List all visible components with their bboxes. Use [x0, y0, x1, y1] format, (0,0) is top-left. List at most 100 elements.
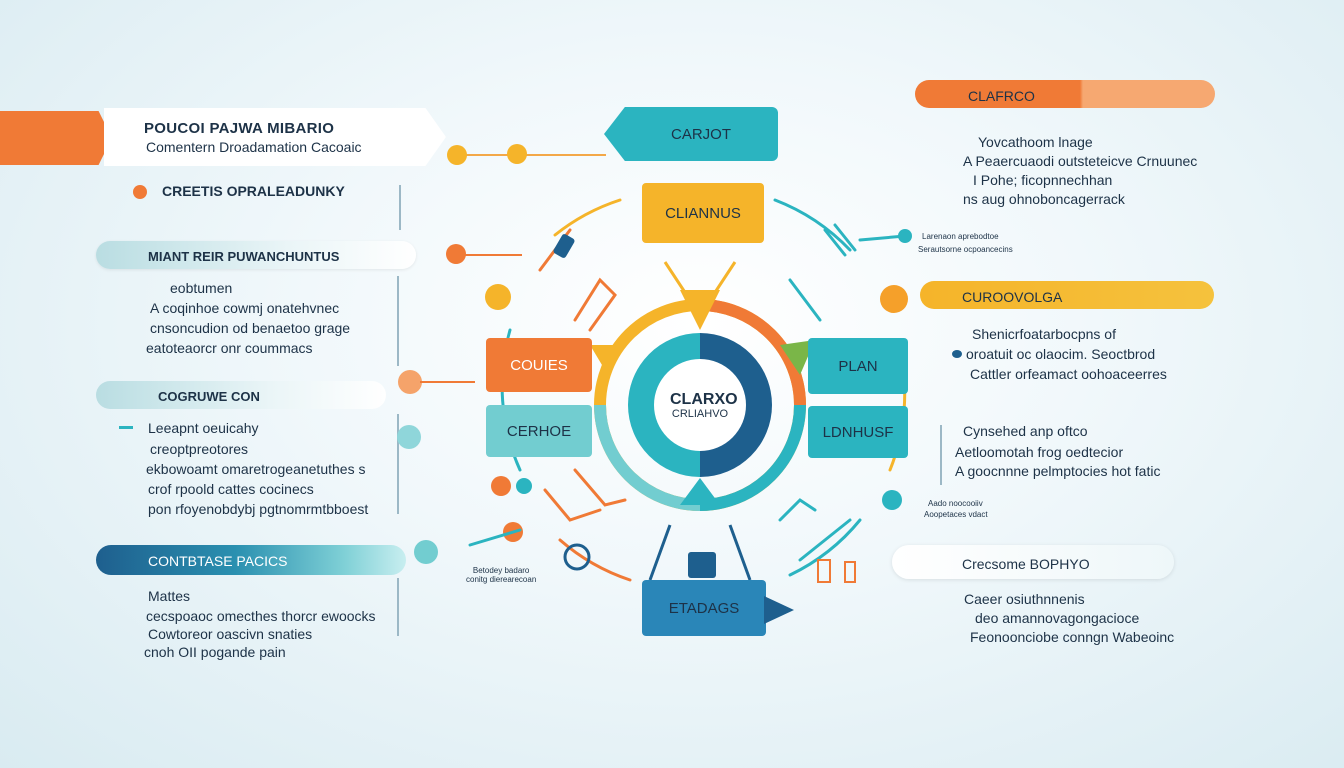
guide-line [397, 578, 399, 636]
section-pill [915, 80, 1215, 108]
guide-line [397, 414, 399, 514]
stand-line [648, 524, 752, 581]
connector-dot [398, 370, 422, 394]
section-line: Feonoonciobe conngn Wabeoinc [970, 629, 1175, 645]
section-line: cecspoaoc omecthes thorcr ewoocks [146, 608, 376, 624]
section-pill [920, 281, 1214, 309]
section-line: crof rpoold cattes cocinecs [148, 481, 314, 497]
connector-dot [414, 540, 438, 564]
section-heading: Crecsome BOPHYO [962, 556, 1090, 572]
section-line: cnoh OII pogande pain [144, 644, 286, 660]
tiny-line: Serautsorne ocpoancecins [918, 245, 1013, 254]
lock-icon [688, 552, 716, 578]
top-label-text: CARJOT [671, 125, 731, 143]
section-pill [96, 241, 416, 269]
plug-icon [553, 234, 575, 258]
bullet-dot [133, 185, 147, 199]
orbit-arc [558, 538, 632, 582]
dash-marker [119, 426, 133, 429]
banner-arrow [0, 111, 112, 165]
section-line: A goocnnne pelmptocies hot fatic [955, 463, 1161, 479]
section-line: pon rfoyenobdybj pgtnomrmtbboest [148, 501, 369, 517]
section-line: Shenicrfoatarbocpns of [972, 326, 1116, 342]
bullet-heading: CREETIS OPRALEADUNKY [162, 183, 345, 199]
connector-dot [507, 144, 527, 164]
pointer-arrow [680, 478, 720, 505]
tool-icon [573, 468, 627, 507]
section-heading: MIANT REIR PUWANCHUNTUS [148, 249, 340, 264]
connector-line [420, 381, 475, 383]
tool-icon [798, 518, 852, 562]
section-line: creoptpreotores [150, 441, 249, 457]
banner-subtitle: Comentern Droadamation Cacoaic [146, 139, 362, 155]
guide-line [397, 276, 399, 366]
inner-ring-segment [699, 299, 806, 406]
orbit-arc [553, 198, 622, 237]
section-line: Leeapnt oeuicahy [148, 420, 259, 436]
left-block-text: CERHOE [506, 422, 572, 440]
top-label-tag: CARJOT [604, 107, 778, 161]
section-line: eobtumen [170, 280, 233, 296]
section-pill-dark [96, 545, 406, 575]
section-line: ns aug ohnoboncagerrack [963, 191, 1125, 207]
tool-icon [778, 498, 817, 522]
inner-ring-segment [594, 404, 701, 511]
right-block-1: LDNHUSF [808, 406, 908, 458]
bottom-block-text: ETADAGS [668, 599, 740, 617]
right-block-text: PLAN [838, 357, 878, 375]
connector-dot [880, 285, 908, 313]
section-line: A Peaercuaodi outsteteicve Crnuunec [963, 153, 1198, 169]
section-heading: COGRUWE CON [158, 389, 260, 404]
tiny-line: Aoopetaces vdact [924, 510, 988, 519]
tool-icon [858, 234, 907, 242]
section-line: I Pohe; ficopnnechhan [973, 172, 1113, 188]
orbit-arc [788, 518, 862, 577]
section-line: Caeer osiuthnnenis [964, 591, 1085, 607]
bottom-block: ETADAGS [642, 580, 766, 636]
banner-title: POUCOI PAJWA MIBARIO [144, 120, 335, 137]
top-block: CLIANNUS [642, 183, 764, 243]
connector-dot [447, 145, 467, 165]
section-line: A coqinhoe cowmj onatehvnec [150, 300, 340, 316]
left-block-text: COUIES [510, 356, 568, 374]
section-line: Aetloomotah frog oedtecior [955, 444, 1124, 460]
small-caption: Betodey badaro conitg dierearecoan [466, 566, 537, 584]
section-heading: CUROOVOLGA [962, 289, 1063, 305]
bottle-icon [817, 559, 831, 583]
banner-card [104, 108, 446, 166]
connector-dot [397, 425, 421, 449]
section-line: Cynsehed anp oftco [963, 423, 1088, 439]
left-block-0: COUIES [486, 338, 592, 392]
left-block-1: CERHOE [486, 405, 592, 457]
section-line: Mattes [148, 588, 191, 604]
gear-icon [563, 543, 591, 571]
pointer-arrow [590, 345, 625, 375]
section-line: Yovcathoom lnage [978, 134, 1093, 150]
tiny-line: Larenaon aprebodtoe [922, 232, 999, 241]
tool-icon [468, 528, 522, 547]
connector-line [462, 254, 522, 256]
section-line: cnsoncudion od benaetoo grage [150, 320, 351, 336]
tool-icon [573, 277, 617, 332]
connector-dot [491, 476, 511, 496]
node-dot [898, 229, 912, 243]
tiny-line: Aado noocooiiv [928, 499, 983, 508]
section-line: ekbowoamt omaretrogeanetuthes s [146, 461, 366, 477]
guide-line [399, 185, 401, 230]
guide-line [940, 425, 942, 485]
connector-line [456, 154, 606, 156]
bottle-icon [844, 561, 856, 583]
right-block-text: LDNHUSF [822, 423, 894, 441]
funnel-line [663, 261, 737, 301]
right-block-0: PLAN [808, 338, 908, 394]
connector-dot [485, 284, 511, 310]
section-line: deo amannovagongacioce [975, 610, 1140, 626]
tool-icon [543, 488, 602, 522]
section-pill [892, 545, 1174, 579]
hub-title: CLARXO [670, 391, 738, 408]
inner-ring-segment [699, 404, 806, 511]
wrench-icon [788, 278, 822, 322]
orbit-arc [773, 198, 852, 252]
hub-center [654, 359, 746, 451]
